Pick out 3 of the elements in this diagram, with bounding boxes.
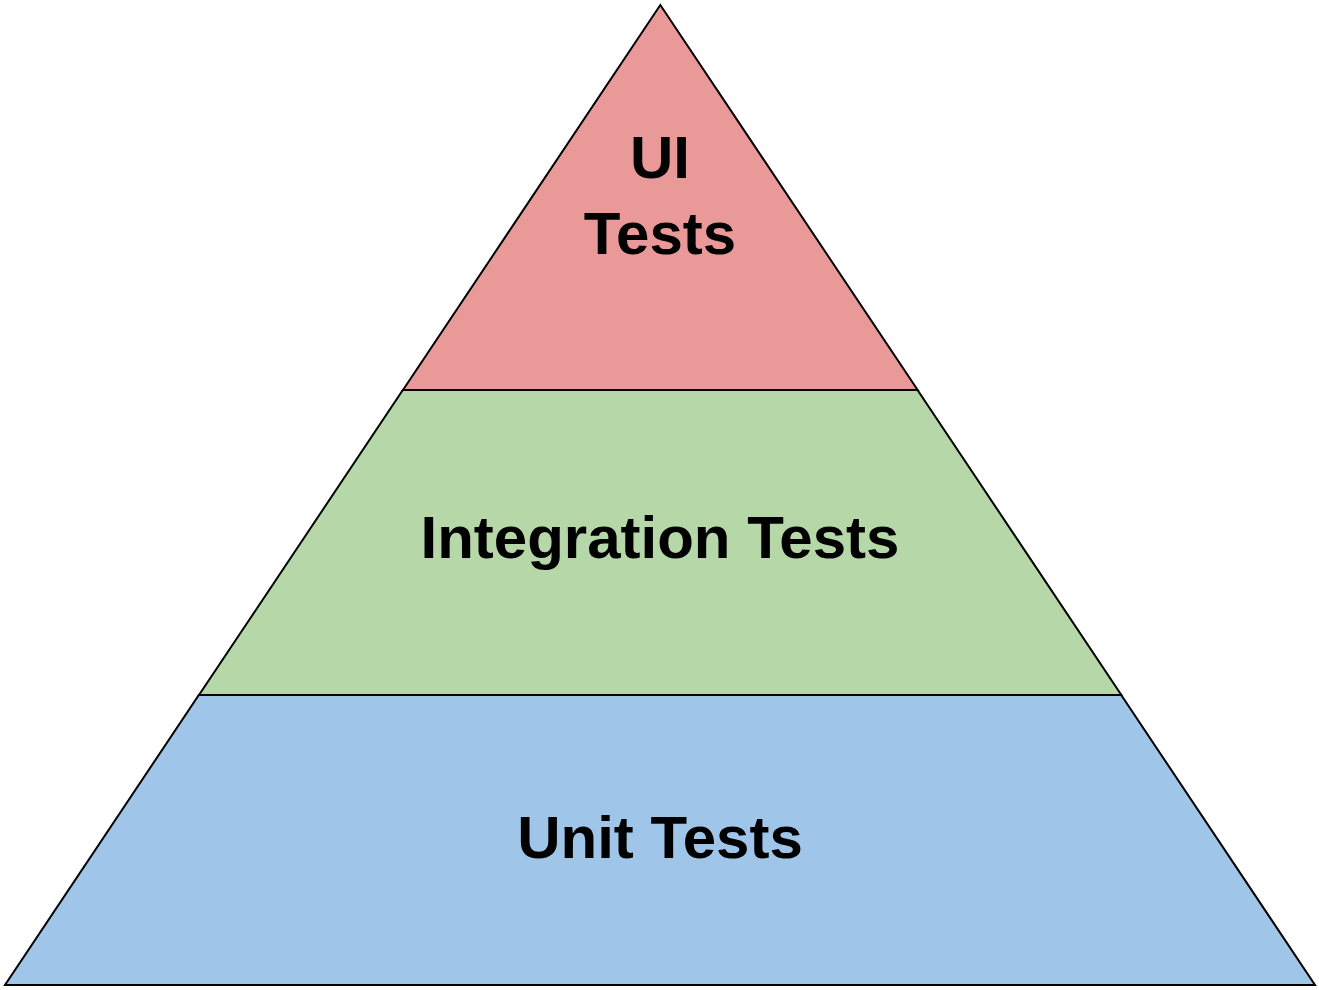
tier-title: UI Tests bbox=[582, 123, 738, 269]
tier-title: Integration Tests bbox=[420, 503, 900, 573]
tier-title: Unit Tests bbox=[517, 803, 803, 873]
